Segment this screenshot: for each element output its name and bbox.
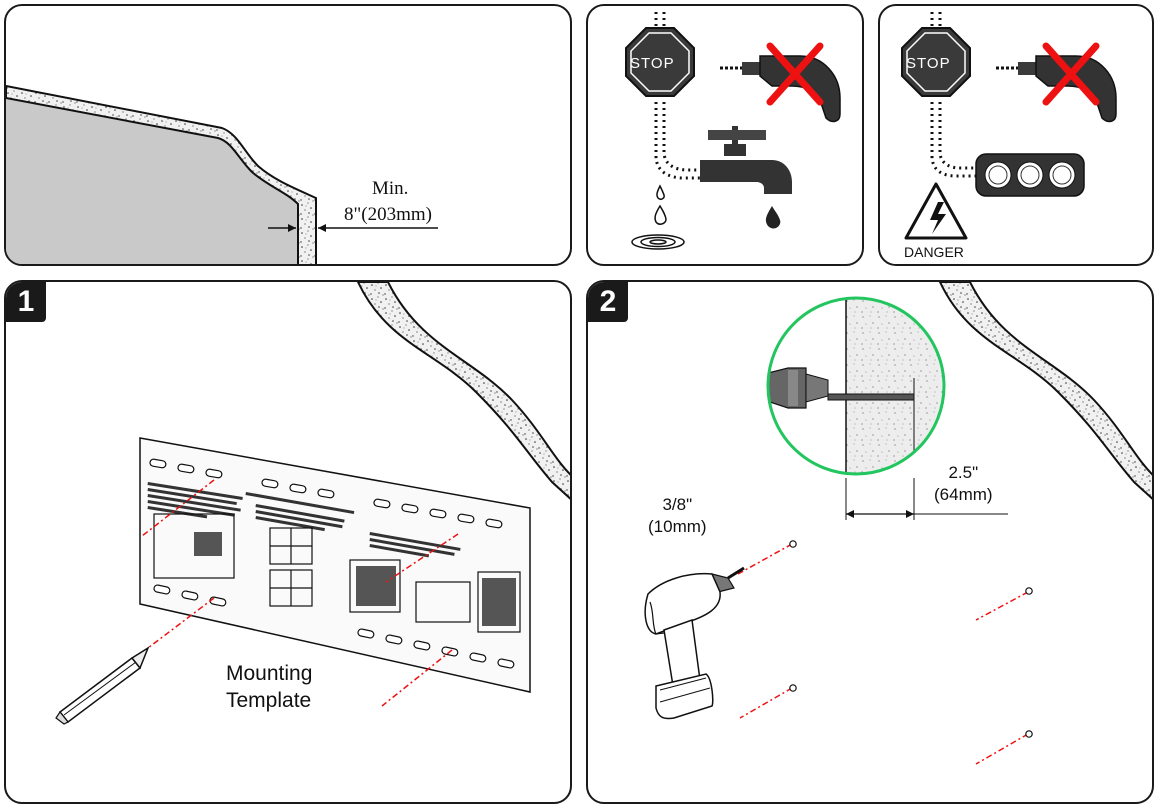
step-2-number: 2 xyxy=(588,282,628,322)
electric-warning-drawing xyxy=(901,12,1117,240)
step-1-panel: 1 xyxy=(4,280,572,804)
no-drilling-icon xyxy=(720,42,841,123)
mounting-template-label: Mounting Template xyxy=(226,660,312,714)
step-2-panel: 2 xyxy=(586,280,1154,804)
water-pipe-warning-panel: STOP xyxy=(586,4,864,266)
electrical-outlet-icon xyxy=(975,153,1085,197)
mounting-template-sheet xyxy=(139,437,531,693)
wall-thickness-label: 8"(203mm) xyxy=(344,204,432,225)
high-voltage-warning-icon xyxy=(904,182,968,240)
no-drilling-icon xyxy=(996,42,1117,123)
stop-sign-icon xyxy=(901,27,971,97)
step-1-number: 1 xyxy=(6,282,46,322)
wall-cross-section-drawing xyxy=(6,84,438,264)
drill-depth-line2: (64mm) xyxy=(934,485,993,504)
cordless-drill-icon xyxy=(644,566,745,720)
step-1-drawing xyxy=(55,282,570,725)
water-faucet-icon xyxy=(700,126,792,229)
drill-depth-line1: 2.5" xyxy=(948,463,979,482)
wall-thickness-panel: Min. 8"(203mm) xyxy=(4,4,572,266)
drill-bit-size-line1: 3/8" xyxy=(662,495,693,514)
danger-label: DANGER xyxy=(904,244,964,260)
drill-depth-label: 2.5" (64mm) xyxy=(934,462,993,506)
stop-sign-text: STOP xyxy=(906,55,951,72)
step-2-drawing xyxy=(644,282,1152,765)
mounting-template-label-line1: Mounting xyxy=(226,662,313,685)
min-label: Min. xyxy=(372,178,409,199)
pencil-icon xyxy=(55,646,150,725)
drill-bit-size-label: 3/8" (10mm) xyxy=(648,494,707,538)
stop-sign-text: STOP xyxy=(630,55,675,72)
electrical-warning-panel: STOP DANGER xyxy=(878,4,1154,266)
water-drops-icon xyxy=(631,184,685,250)
drill-depth-inset xyxy=(766,296,946,476)
drill-bit-size-line2: (10mm) xyxy=(648,517,707,536)
stop-sign-icon xyxy=(625,27,695,97)
water-warning-drawing xyxy=(625,12,841,250)
mounting-template-label-line2: Template xyxy=(226,689,312,712)
